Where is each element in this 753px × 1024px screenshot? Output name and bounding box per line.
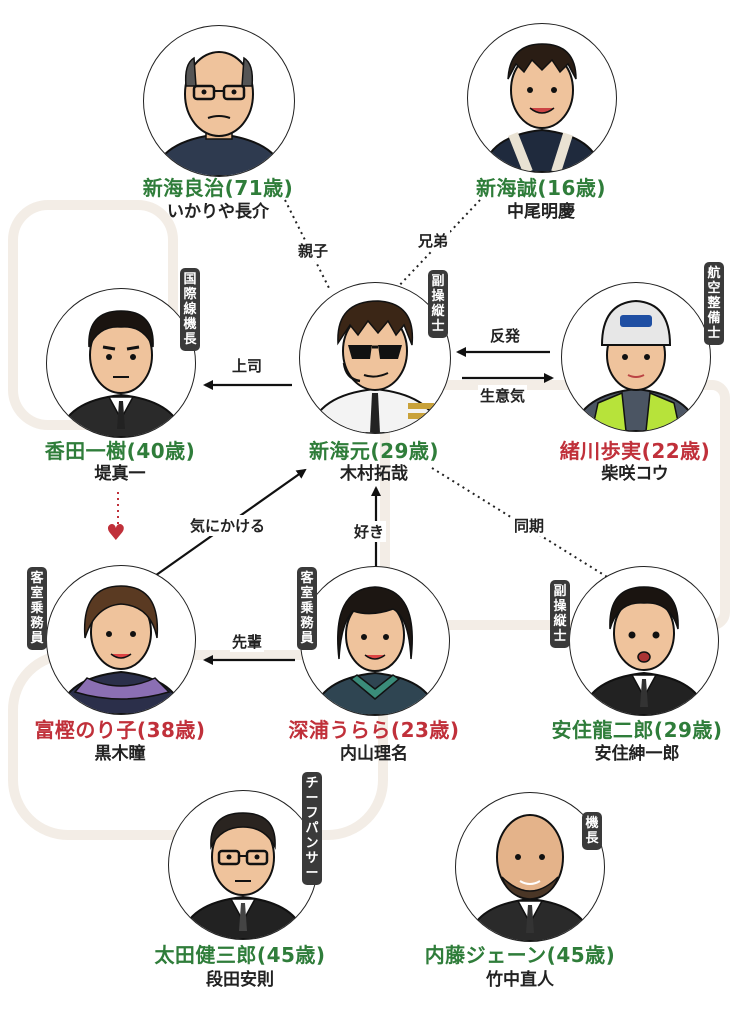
elderly-man-portrait xyxy=(152,51,286,176)
character-name: 内藤ジェーン(45歳) xyxy=(424,943,616,967)
actor-name: 木村拓哉 xyxy=(340,464,408,484)
actor-name: 黒木瞳 xyxy=(94,744,146,764)
character-name: 深浦うらら(23歳) xyxy=(288,718,460,742)
character-name: 富樫のり子(38歳) xyxy=(34,718,206,742)
character-name: 緒川歩実(22歳) xyxy=(559,439,711,463)
portrait-noriko xyxy=(46,565,196,715)
portrait-ayumi xyxy=(561,282,711,432)
actor-name: 堤真一 xyxy=(94,464,146,484)
bald-captain-portrait xyxy=(466,814,594,941)
relation-label-cheeky: 生意気 xyxy=(478,385,528,406)
role-tag: 機長 xyxy=(582,812,602,850)
role-tag: 副操縦士 xyxy=(428,270,448,338)
relation-label-brothers: 兄弟 xyxy=(416,230,451,251)
chief-purser-portrait xyxy=(179,812,307,939)
teen-boy-portrait xyxy=(481,43,603,172)
portrait-ryoji xyxy=(143,25,295,177)
character-name: 新海誠(16歳) xyxy=(475,176,607,200)
actor-name: 内山理名 xyxy=(340,744,408,764)
role-tag: 国際線機長 xyxy=(180,268,200,351)
role-tag: 副操縦士 xyxy=(550,580,570,648)
heart-icon: ♥ xyxy=(106,521,126,546)
role-tag: 航空整備士 xyxy=(704,262,724,345)
portrait-ryujiro xyxy=(569,566,719,716)
actor-name: 安住紳一郎 xyxy=(594,744,680,764)
young-attendant-portrait xyxy=(311,586,439,715)
flight-attendant-portrait xyxy=(57,585,185,714)
relation-label-parent: 親子 xyxy=(296,240,331,261)
portrait-hajime xyxy=(299,282,451,434)
relation-label-rebel: 反発 xyxy=(488,325,523,346)
copilot-portrait xyxy=(580,586,708,715)
character-name: 安住龍二郎(29歳) xyxy=(551,718,723,742)
relation-label-senior: 先輩 xyxy=(230,631,265,652)
relation-label-classmate: 同期 xyxy=(512,515,547,536)
portrait-makoto xyxy=(467,23,617,173)
pilot-sunglasses-portrait xyxy=(308,300,442,433)
character-name: 新海良治(71歳) xyxy=(142,176,294,200)
relation-label-cares: 気にかける xyxy=(188,515,268,536)
relation-label-likes: 好き xyxy=(352,521,387,542)
relation-label-boss: 上司 xyxy=(230,355,265,376)
actor-name: 段田安則 xyxy=(206,970,274,990)
portrait-kazuki xyxy=(46,288,196,438)
character-name: 香田一樹(40歳) xyxy=(44,439,196,463)
portrait-urara xyxy=(300,566,450,716)
captain-portrait xyxy=(57,310,185,437)
actor-name: 柴咲コウ xyxy=(601,464,669,484)
role-tag: 客室乗務員 xyxy=(297,567,317,650)
role-tag: 客室乗務員 xyxy=(27,567,47,650)
actor-name: 中尾明慶 xyxy=(507,202,575,222)
portrait-jane xyxy=(455,792,605,942)
mechanic-helmet-portrait xyxy=(572,299,700,431)
character-name: 太田健三郎(45歳) xyxy=(154,943,326,967)
portrait-kenzaburo xyxy=(168,790,318,940)
actor-name: 竹中直人 xyxy=(486,970,554,990)
actor-name: いかりや長介 xyxy=(167,202,269,222)
character-name: 新海元(29歳) xyxy=(308,439,440,463)
role-tag: チーフパンサー xyxy=(302,772,322,885)
